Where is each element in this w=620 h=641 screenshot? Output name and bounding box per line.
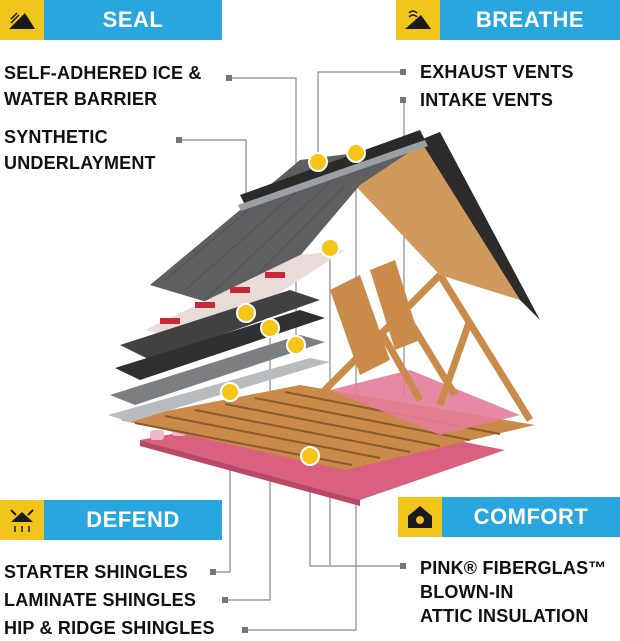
marker-hip-ridge[interactable]	[346, 143, 366, 163]
marker-ice-water[interactable]	[286, 335, 306, 355]
label-intake-vents: INTAKE VENTS	[420, 90, 554, 110]
label-ice-water-barrier: SELF-ADHERED ICE & WATER BARRIER	[4, 63, 202, 109]
house-heat-icon	[398, 497, 442, 537]
leader-exhaust	[317, 71, 404, 162]
badge-defend: DEFEND	[0, 500, 222, 540]
seal-roof-icon	[0, 0, 44, 40]
defend-label: DEFEND	[44, 500, 222, 540]
badge-seal: SEAL	[0, 0, 222, 40]
breathe-label: BREATHE	[440, 0, 620, 40]
label-insulation: PINK® FIBERGLAS™ BLOWN-IN ATTIC INSULATI…	[420, 558, 607, 626]
label-exhaust-vents: EXHAUST VENTS	[420, 62, 574, 82]
marker-starter[interactable]	[220, 382, 240, 402]
ceiling-joists	[120, 385, 535, 470]
marker-underlayment[interactable]	[236, 303, 256, 323]
marker-insulation[interactable]	[300, 446, 320, 466]
leader-insulation	[309, 456, 404, 567]
airflow-roof-icon	[396, 0, 440, 40]
badge-comfort: COMFORT	[398, 497, 620, 537]
laminate-shingle-surface	[150, 145, 420, 315]
hotspot-markers	[220, 143, 366, 466]
ridge-vent	[240, 130, 425, 205]
badge-breathe: BREATHE	[396, 0, 620, 40]
comfort-label: COMFORT	[442, 497, 620, 537]
marker-intake-vents[interactable]	[320, 238, 340, 258]
starter-shingle-strip	[120, 290, 320, 360]
label-synthetic-underlayment: SYNTHETIC UNDERLAYMENT	[4, 127, 156, 173]
roof-deck	[350, 140, 520, 300]
label-laminate-shingles: LAMINATE SHINGLES	[4, 590, 197, 610]
seal-label: SEAL	[44, 0, 222, 40]
label-starter-shingles: STARTER SHINGLES	[4, 562, 188, 582]
marker-laminate[interactable]	[260, 318, 280, 338]
shield-arrows-icon	[0, 500, 44, 540]
label-hip-ridge-shingles: HIP & RIDGE SHINGLES	[4, 618, 215, 638]
marker-exhaust-vents[interactable]	[308, 152, 328, 172]
